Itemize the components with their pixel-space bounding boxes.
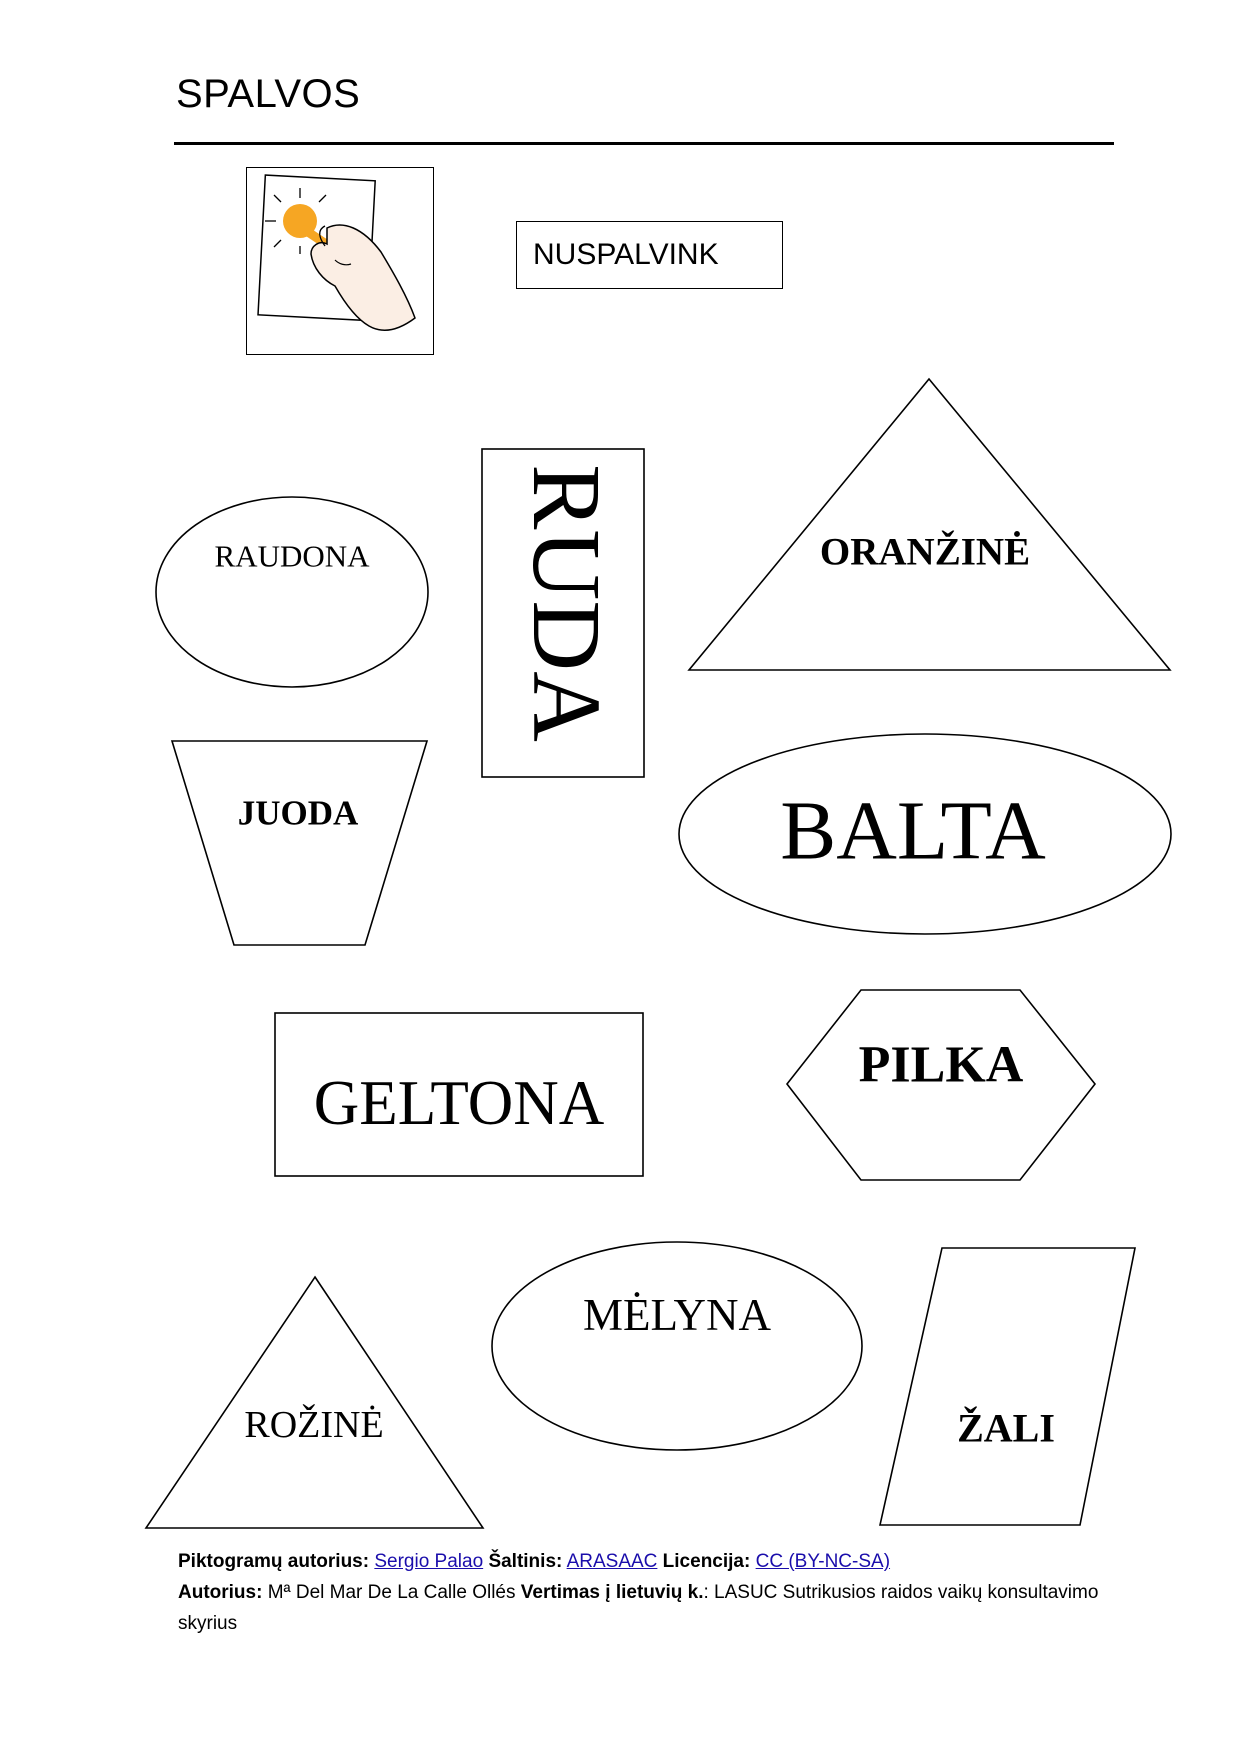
instruction-box: NUSPALVINK: [516, 221, 783, 289]
credits-line-2: Autorius: Mª Del Mar De La Calle Ollés V…: [178, 1577, 1108, 1639]
license-label: Licencija:: [662, 1551, 751, 1572]
shape-word-zali: ŽALI: [957, 1406, 1055, 1451]
shape-word-rozine: ROŽINĖ: [244, 1404, 383, 1446]
rectangle-shape: [481, 448, 645, 778]
source-link[interactable]: ARASAAC: [566, 1551, 658, 1572]
shape-word-melyna: MĖLYNA: [583, 1290, 771, 1340]
triangle-shape: [687, 377, 1172, 671]
shape-word-ruda: RUDA: [512, 464, 620, 742]
shape-word-oranzine: ORANŽINĖ: [820, 530, 1030, 574]
oval-shape: [155, 496, 429, 688]
page-title: SPALVOS: [176, 72, 361, 116]
picto-author-link[interactable]: Sergio Palao: [374, 1551, 484, 1572]
author-name: Mª Del Mar De La Calle Ollés: [267, 1582, 516, 1603]
shape-word-raudona: RAUDONA: [215, 539, 371, 574]
license-link[interactable]: CC (BY-NC-SA): [755, 1551, 891, 1572]
source-label: Šaltinis:: [488, 1551, 563, 1572]
translation-credit: : LASUC Sutrikusios raidos vaikų konsult…: [178, 1582, 1099, 1634]
author-label: Autorius:: [178, 1582, 263, 1603]
translation-label: Vertimas į lietuvių k.: [520, 1582, 704, 1603]
triangle-shape: [144, 1275, 485, 1529]
oval-shape: [491, 1241, 863, 1451]
credits-footer: Piktogramų autorius: Sergio Palao Šaltin…: [178, 1546, 1108, 1639]
title-divider: [174, 142, 1114, 145]
shape-word-juoda: JUODA: [238, 794, 359, 833]
parallelogram-shape: [879, 1247, 1136, 1526]
picto-author-label: Piktogramų autorius:: [178, 1551, 370, 1572]
oval-shape: [678, 733, 1172, 935]
credits-line-1: Piktogramų autorius: Sergio Palao Šaltin…: [178, 1546, 1108, 1577]
coloring-hand-icon: [246, 167, 434, 355]
hexagon-shape: [785, 989, 1097, 1181]
shape-word-balta: BALTA: [780, 785, 1046, 878]
shape-word-pilka: PILKA: [859, 1037, 1024, 1094]
shape-word-geltona: GELTONA: [314, 1068, 605, 1138]
trapezoid-shape: [170, 740, 429, 946]
rectangle-shape: [274, 1012, 644, 1177]
